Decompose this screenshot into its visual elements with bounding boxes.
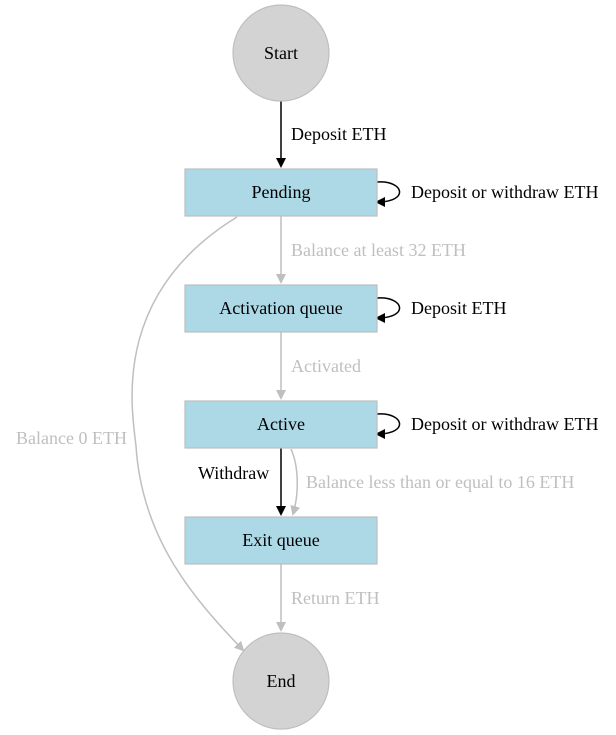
- node-active-label: Active: [257, 414, 305, 434]
- node-exit-queue-label: Exit queue: [242, 530, 319, 550]
- node-active: Active: [184, 400, 378, 449]
- edge-label-pending-to-queue: Balance at least 32 ETH: [291, 240, 466, 260]
- edge-label-pending-to-end: Balance 0 ETH: [16, 428, 127, 448]
- edge-label-active-self: Deposit or withdraw ETH: [411, 414, 598, 434]
- edge-activation-queue-self-loop: [375, 297, 401, 323]
- edge-pending-self-loop: [375, 181, 401, 207]
- node-pending: Pending: [184, 168, 378, 217]
- node-activation-queue: Activation queue: [184, 284, 378, 333]
- node-pending-label: Pending: [251, 182, 310, 202]
- node-exit-queue: Exit queue: [184, 516, 378, 565]
- edge-pending-to-end: [131, 216, 245, 652]
- edge-label-exit-to-end: Return ETH: [291, 588, 379, 608]
- edge-label-pending-self: Deposit or withdraw ETH: [411, 182, 598, 202]
- edge-active-self-loop: [375, 413, 401, 439]
- node-end: End: [232, 632, 330, 730]
- node-end-label: End: [267, 671, 296, 691]
- edge-label-active-withdraw: Withdraw: [198, 463, 269, 483]
- edge-label-start-to-pending: Deposit ETH: [291, 124, 386, 144]
- edge-label-queue-self: Deposit ETH: [411, 298, 506, 318]
- edge-label-queue-to-active: Activated: [291, 356, 361, 376]
- node-activation-queue-label: Activation queue: [219, 298, 342, 318]
- edge-active-balance-low: [290, 448, 301, 516]
- node-start: Start: [232, 4, 330, 102]
- node-start-label: Start: [264, 43, 298, 63]
- edge-label-active-balance-low: Balance less than or equal to 16 ETH: [306, 472, 574, 492]
